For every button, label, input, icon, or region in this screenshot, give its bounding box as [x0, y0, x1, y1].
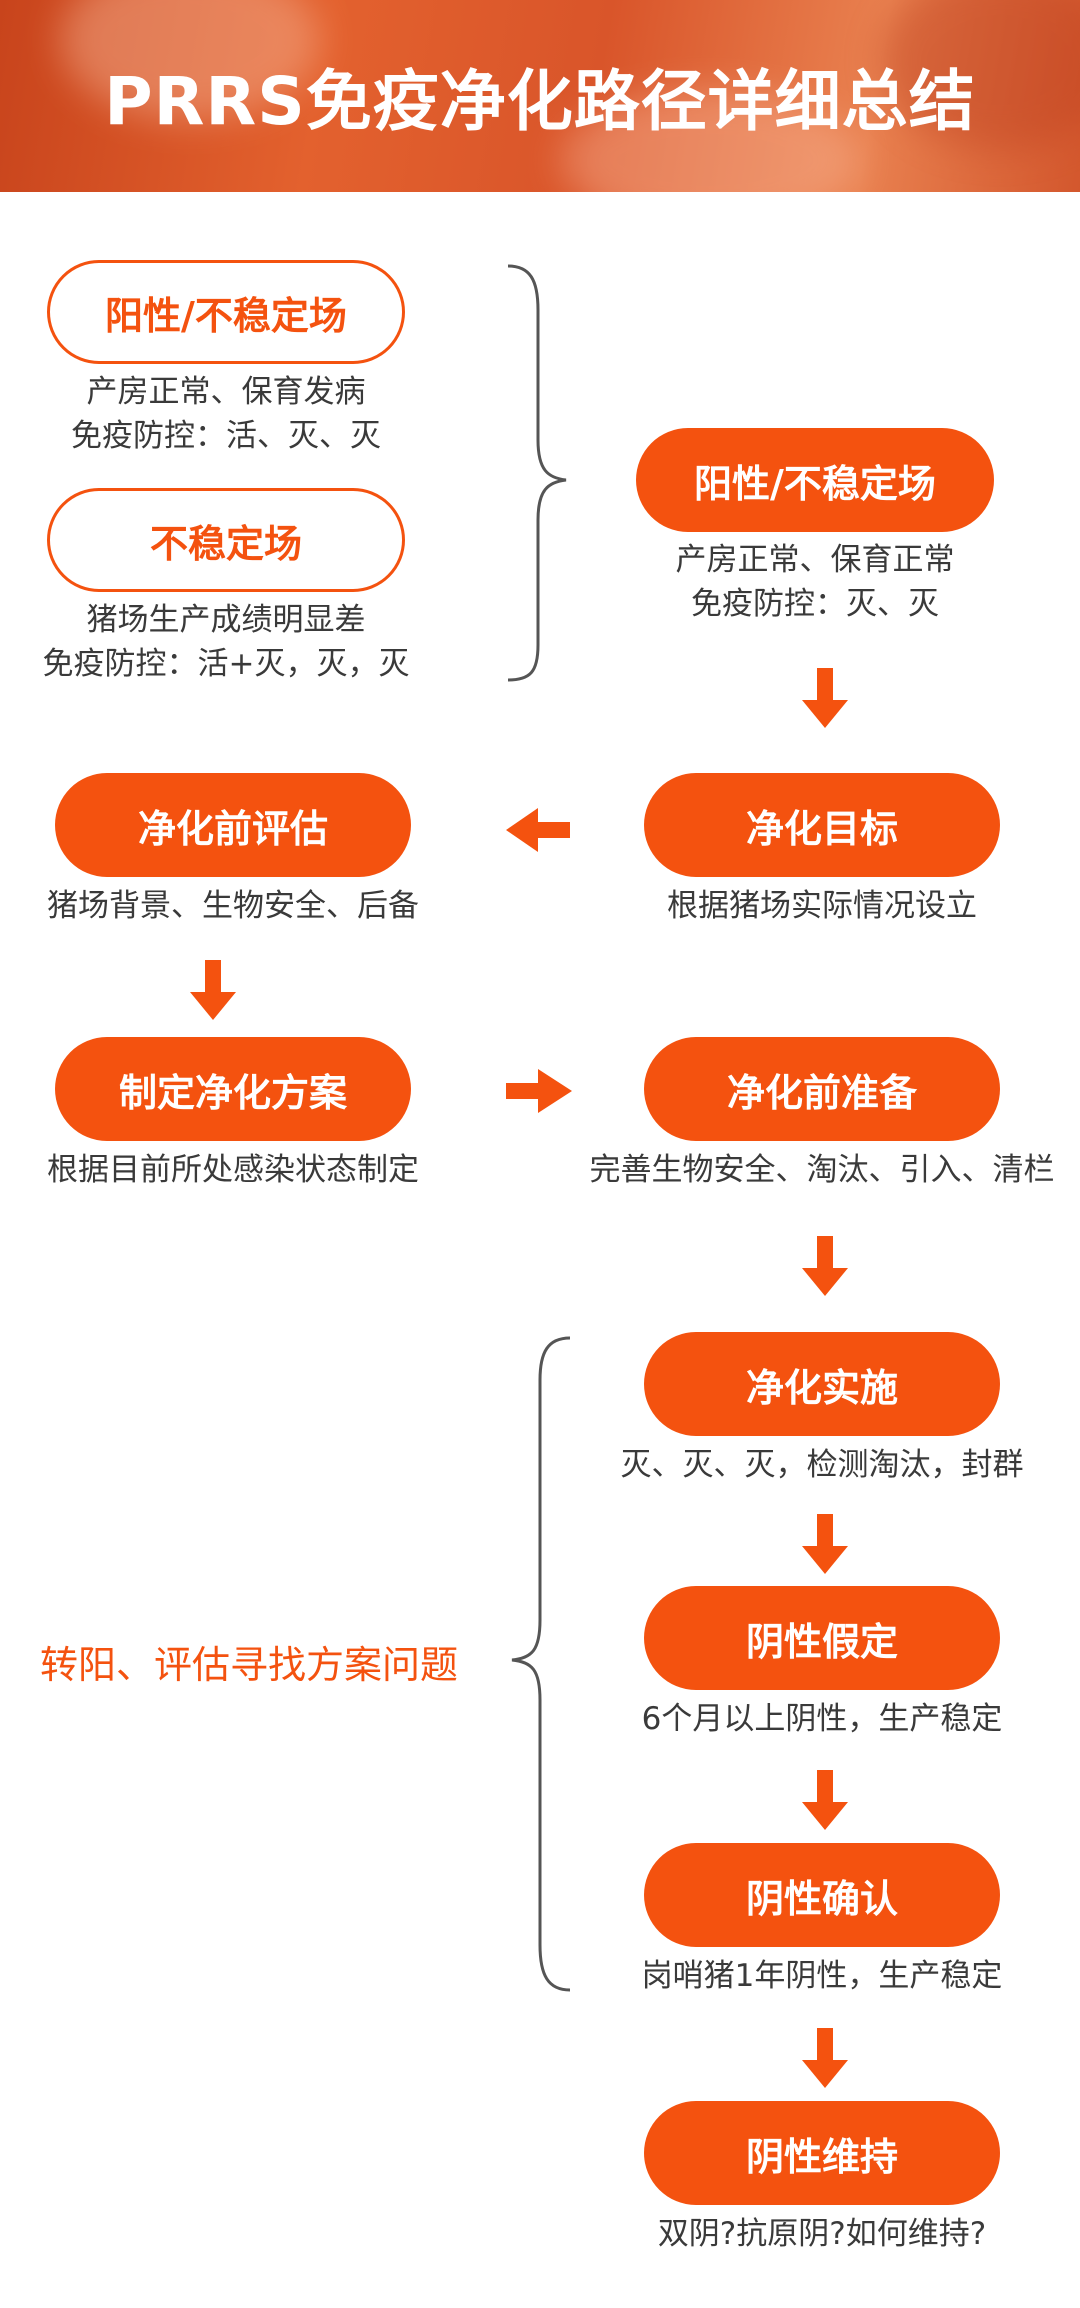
stage-positive-unstable-a: 阳性/不稳定场	[47, 260, 405, 364]
stage-negative-maintained: 阴性维持	[644, 2101, 1000, 2205]
arrow-down-icon	[802, 1770, 848, 1830]
stage-pre-evaluation: 净化前评估	[55, 773, 411, 877]
stage-plan: 制定净化方案	[55, 1037, 411, 1141]
stage-preparation-desc: 完善生物安全、淘汰、引入、清栏	[589, 1152, 1055, 1188]
stage-positive-unstable-b-desc: 产房正常、保育正常 免疫防控：灭、灭	[675, 542, 955, 622]
page-title: PRRS免疫净化路径详细总结	[104, 63, 976, 140]
bracket-top	[507, 264, 567, 682]
stage-negative-confirmed: 阴性确认	[644, 1843, 1000, 1947]
stage-implementation: 净化实施	[644, 1332, 1000, 1436]
stage-target-desc: 根据猪场实际情况设立	[667, 888, 977, 924]
stage-positive-unstable-a-desc: 产房正常、保育发病 免疫防控：活、灭、灭	[71, 374, 381, 454]
stage-target: 净化目标	[644, 773, 1000, 877]
stage-unstable: 不稳定场	[47, 488, 405, 592]
arrow-down-icon	[190, 960, 236, 1020]
feedback-note: 转阳、评估寻找方案问题	[40, 1643, 459, 1687]
arrow-down-icon	[802, 2028, 848, 2088]
stage-negative-assumed-desc: 6个月以上阴性，生产稳定	[641, 1701, 1003, 1737]
stage-negative-maintained-desc: 双阴?抗原阴?如何维持?	[657, 2216, 987, 2252]
bracket-bottom	[511, 1336, 571, 1992]
arrow-right-icon	[506, 1069, 572, 1113]
stage-preparation: 净化前准备	[644, 1037, 1000, 1141]
arrow-down-icon	[802, 668, 848, 728]
stage-unstable-desc: 猪场生产成绩明显差 免疫防控：活+灭，灭，灭	[42, 602, 410, 682]
stage-negative-confirmed-desc: 岗哨猪1年阴性，生产稳定	[641, 1958, 1003, 1994]
stage-negative-assumed: 阴性假定	[644, 1586, 1000, 1690]
arrow-left-icon	[506, 808, 570, 852]
header-banner: PRRS免疫净化路径详细总结	[0, 0, 1080, 192]
stage-positive-unstable-b: 阳性/不稳定场	[636, 428, 994, 532]
arrow-down-icon	[802, 1236, 848, 1296]
stage-implementation-desc: 灭、灭、灭，检测淘汰，封群	[620, 1447, 1024, 1483]
arrow-down-icon	[802, 1514, 848, 1574]
stage-pre-evaluation-desc: 猪场背景、生物安全、后备	[47, 888, 419, 924]
stage-plan-desc: 根据目前所处感染状态制定	[47, 1152, 419, 1188]
